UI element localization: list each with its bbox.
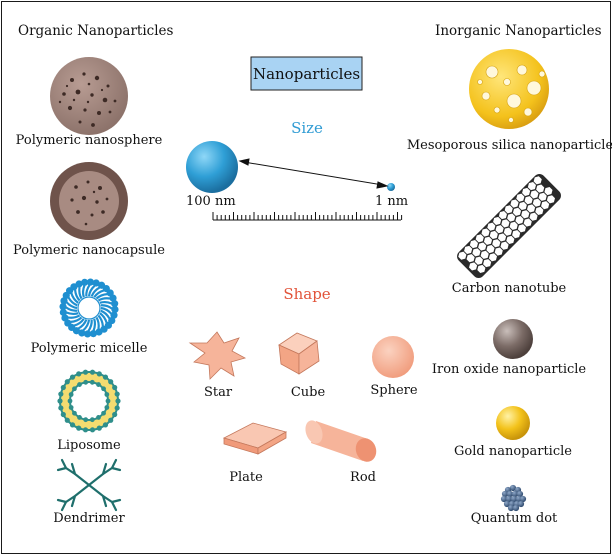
- label-polymeric-nanocapsule: Polymeric nanocapsule: [13, 243, 165, 258]
- size-label: Size: [291, 119, 323, 137]
- dendrimer-icon: [56, 458, 122, 512]
- quantum-dot-icon: [500, 484, 527, 512]
- star-shape-icon: [188, 331, 247, 380]
- small-particle-icon: [387, 183, 395, 191]
- polymeric-nanosphere-icon: [50, 57, 128, 135]
- size-ruler: [212, 212, 403, 221]
- polymeric-nanocapsule-icon: [50, 162, 128, 240]
- label-carbon-nanotube: Carbon nanotube: [452, 281, 567, 296]
- inorganic-header: Inorganic Nanoparticles: [435, 23, 602, 39]
- organic-header: Organic Nanoparticles: [18, 23, 174, 39]
- iron-oxide-icon: [493, 319, 533, 359]
- sphere-shape-icon: [372, 336, 414, 378]
- label-polymeric-micelle: Polymeric micelle: [31, 341, 148, 356]
- label-mesoporous-silica: Mesoporous silica nanoparticle: [407, 138, 612, 153]
- large-particle-icon: [186, 141, 238, 193]
- size-left-label: 100 nm: [186, 194, 236, 209]
- title-box: Nanoparticles: [250, 56, 363, 91]
- shape-label: Shape: [283, 285, 330, 303]
- cube-shape-icon: [278, 332, 320, 375]
- label-dendrimer: Dendrimer: [53, 511, 125, 526]
- label-gold-nanoparticle: Gold nanoparticle: [454, 444, 572, 459]
- label-polymeric-nanosphere: Polymeric nanosphere: [16, 133, 163, 148]
- label-rod: Rod: [350, 470, 376, 485]
- liposome-icon: [57, 369, 121, 433]
- label-liposome: Liposome: [57, 438, 121, 453]
- label-quantum-dot: Quantum dot: [471, 511, 558, 526]
- label-plate: Plate: [229, 470, 263, 485]
- size-right-label: 1 nm: [375, 194, 408, 209]
- polymeric-micelle-icon: [59, 278, 119, 338]
- label-iron-oxide: Iron oxide nanoparticle: [432, 362, 587, 377]
- size-arrow: [238, 158, 389, 189]
- plate-shape-icon: [222, 422, 288, 455]
- page-title: Nanoparticles: [253, 65, 360, 83]
- gold-nanoparticle-icon: [496, 406, 530, 440]
- mesoporous-silica-icon: [469, 49, 549, 129]
- rod-shape-icon: [305, 420, 377, 462]
- carbon-nanotube-icon: [457, 174, 561, 278]
- label-cube: Cube: [291, 385, 326, 400]
- label-sphere: Sphere: [370, 383, 418, 398]
- label-star: Star: [204, 385, 233, 400]
